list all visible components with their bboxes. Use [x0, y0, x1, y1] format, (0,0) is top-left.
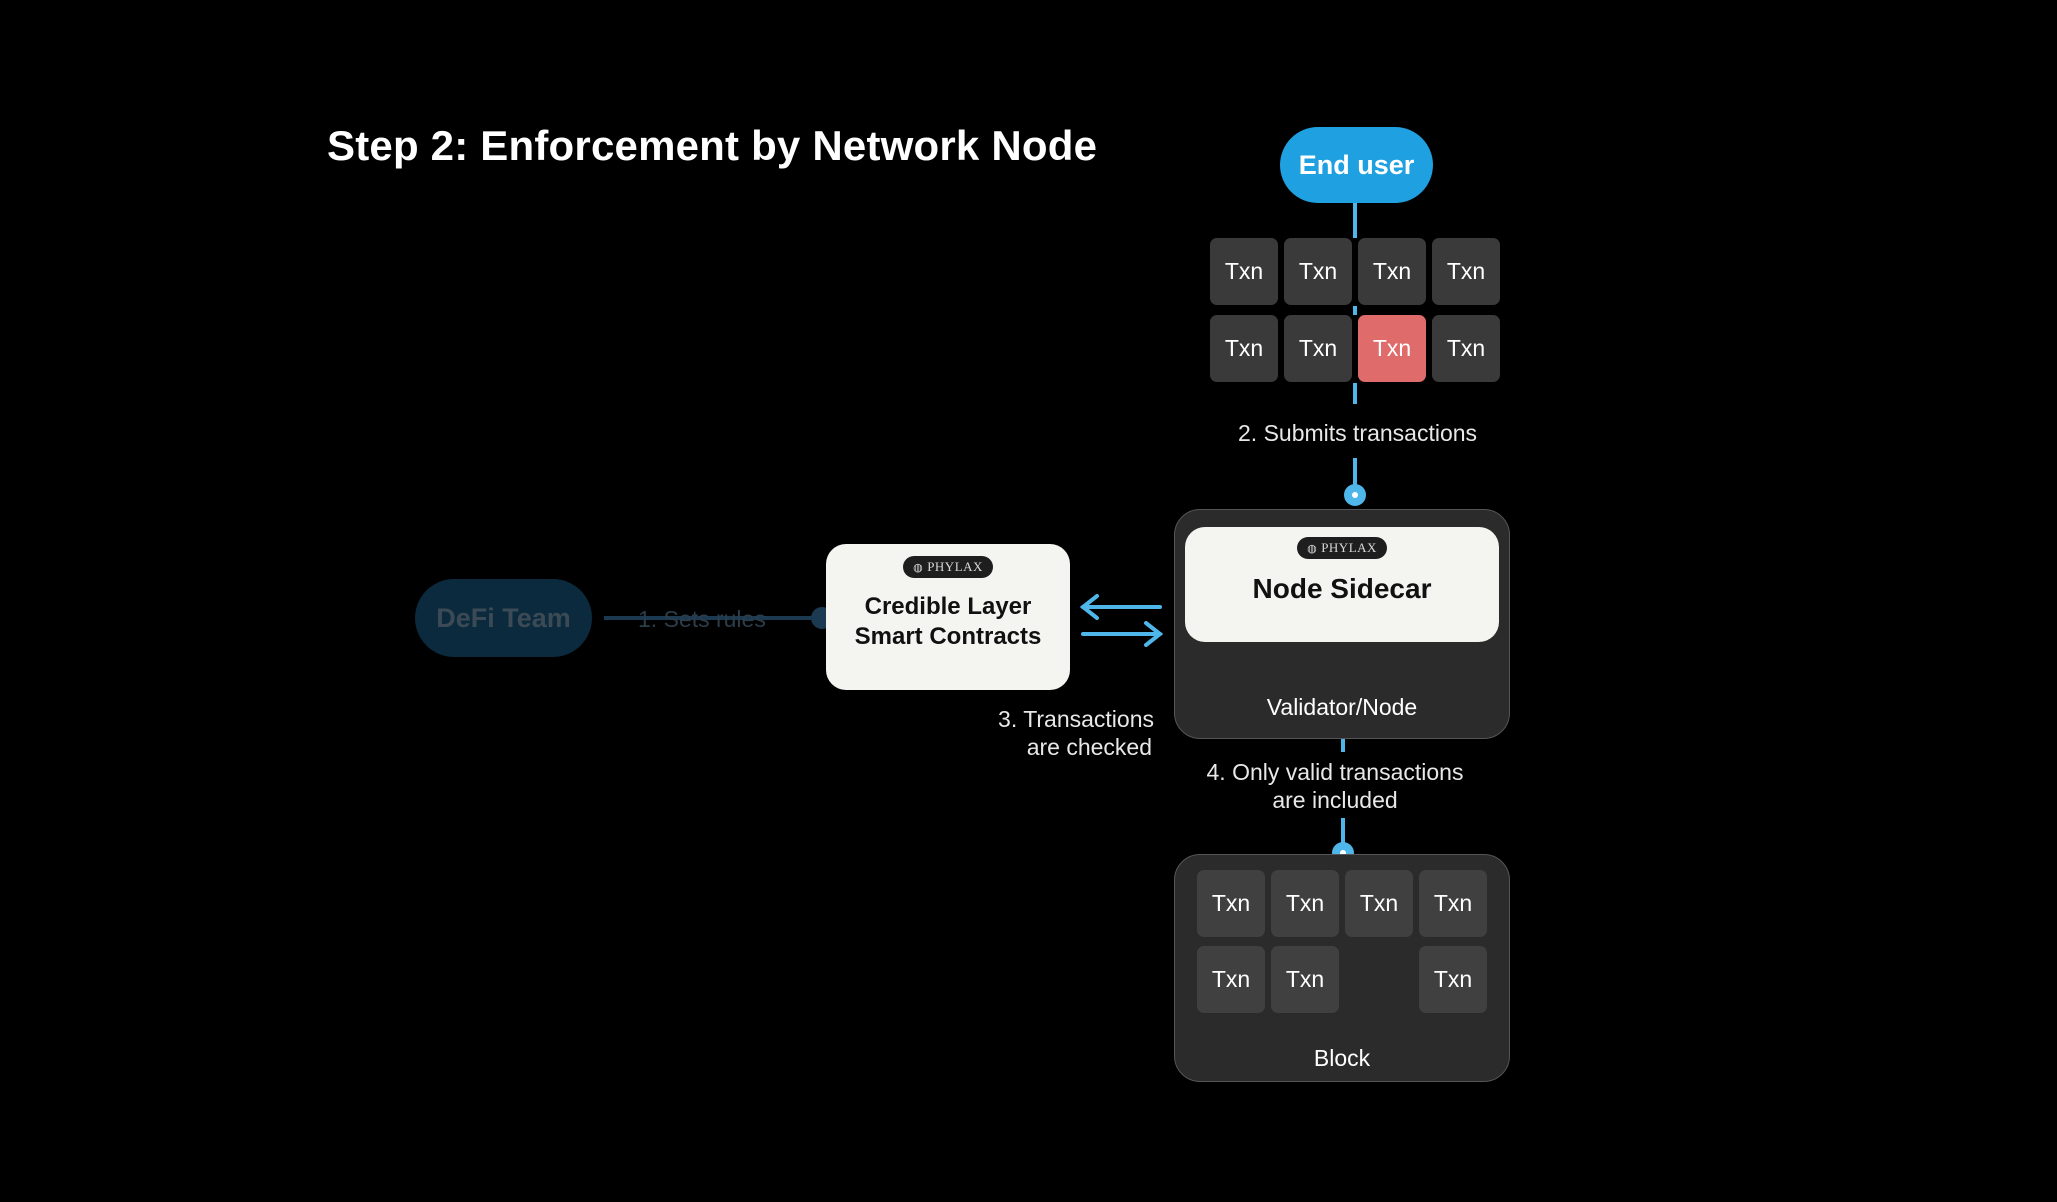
- phylax-badge: ◍ PHYLAX: [1297, 537, 1387, 559]
- queue-txn: Txn: [1358, 238, 1426, 305]
- step4-label: 4. Only valid transactions are included: [1206, 759, 1464, 813]
- transaction-queue: Txn Txn Txn Txn Txn Txn Txn Txn: [1210, 238, 1502, 384]
- queue-txn: Txn: [1432, 238, 1500, 305]
- queue-txn: Txn: [1210, 315, 1278, 382]
- node-sidecar-card: ◍ PHYLAX Node Sidecar: [1185, 527, 1499, 642]
- validator-node-panel: ◍ PHYLAX Node Sidecar Validator/Node: [1174, 509, 1510, 739]
- step2-label: 2. Submits transactions: [1238, 420, 1478, 446]
- globe-icon: ◍: [913, 560, 924, 574]
- credible-line1: Credible Layer: [864, 593, 1032, 620]
- queue-txn: Txn: [1432, 315, 1500, 382]
- queue-txn: Txn: [1284, 315, 1352, 382]
- block-txn: Txn: [1271, 870, 1339, 937]
- block-label: Block: [1313, 1045, 1371, 1071]
- credible-line2: Smart Contracts: [854, 623, 1042, 650]
- arrow-right-icon: [1081, 621, 1164, 647]
- defi-team-node: DeFi Team: [415, 579, 592, 657]
- block-txn: Txn: [1197, 946, 1265, 1013]
- end-user-node: End user: [1280, 127, 1433, 203]
- queue-txn-rejected: Txn: [1358, 315, 1426, 382]
- queue-txn: Txn: [1284, 238, 1352, 305]
- block-txn: Txn: [1271, 946, 1339, 1013]
- block-panel: Txn Txn Txn Txn Txn Txn Txn Block: [1174, 854, 1510, 1082]
- block-txn: Txn: [1419, 946, 1487, 1013]
- block-txn: Txn: [1345, 870, 1413, 937]
- sidecar-title: Node Sidecar: [1252, 573, 1432, 604]
- globe-icon: ◍: [1307, 541, 1318, 555]
- queue-txn: Txn: [1210, 238, 1278, 305]
- page-title: Step 2: Enforcement by Network Node: [327, 122, 1098, 169]
- credible-layer-card: ◍ PHYLAX Credible Layer Smart Contracts: [826, 544, 1070, 690]
- step3-label: 3. Transactions are checked: [998, 706, 1154, 760]
- block-txn: Txn: [1419, 870, 1487, 937]
- phylax-badge: ◍ PHYLAX: [903, 556, 993, 578]
- step1-label: 1. Sets rules: [638, 606, 766, 632]
- arrow-left-icon: [1079, 594, 1162, 620]
- block-txn: Txn: [1197, 870, 1265, 937]
- validator-label: Validator/Node: [1266, 694, 1418, 720]
